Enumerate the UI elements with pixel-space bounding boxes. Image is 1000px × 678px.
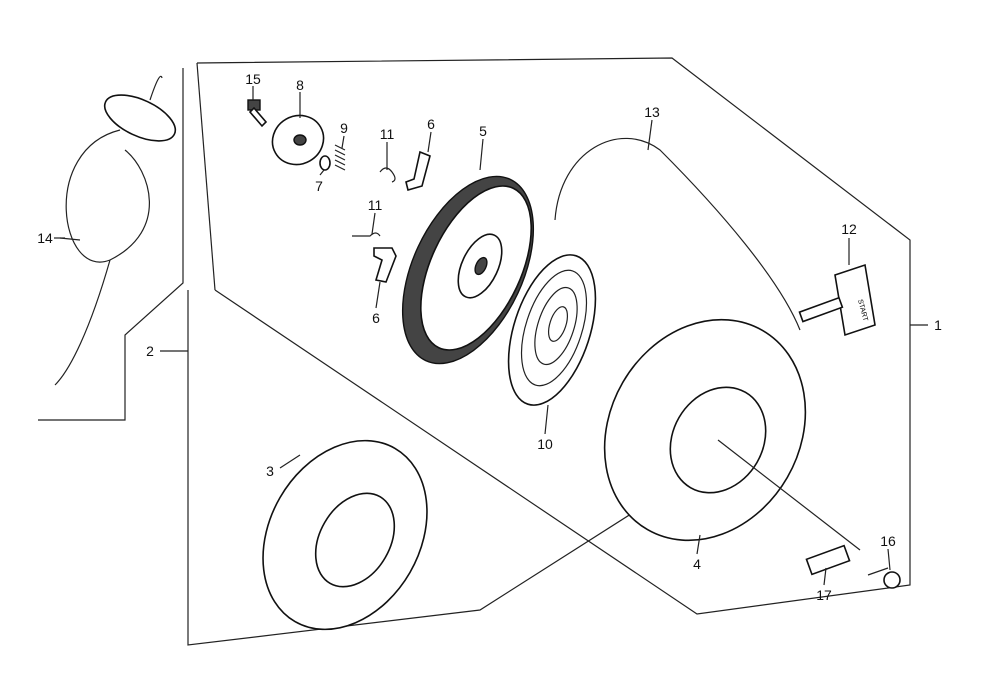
flange-bolt-part — [867, 567, 901, 589]
leader-lines — [54, 86, 891, 586]
washer-part — [319, 155, 331, 171]
reel-part — [401, 175, 535, 365]
callout-4: 4 — [693, 556, 701, 572]
callout-8: 8 — [296, 77, 304, 93]
callout-7: 7 — [315, 178, 323, 194]
callout-12: 12 — [841, 221, 857, 237]
callout-14: 14 — [37, 230, 53, 246]
rope-grip-kit-part — [54, 75, 177, 386]
starter-case-part — [603, 318, 861, 551]
clip-lower-part — [352, 232, 381, 237]
callout-15: 15 — [245, 71, 261, 87]
bolt-part — [247, 99, 268, 128]
callout-17: 17 — [816, 587, 832, 603]
callout-1: 1 — [934, 317, 942, 333]
ratchet-upper-part — [405, 150, 431, 191]
recoil-spring-part — [507, 254, 597, 406]
starter-grip-part: START — [798, 263, 876, 337]
callout-3: 3 — [266, 463, 274, 479]
callout-2: 2 — [146, 343, 154, 359]
callout-9: 9 — [340, 120, 348, 136]
callout-5: 5 — [479, 123, 487, 139]
callout-11-upper: 11 — [380, 126, 395, 142]
callout-13: 13 — [644, 104, 660, 120]
callout-6-lower: 6 — [372, 310, 380, 326]
starter-case-inner-part — [262, 439, 428, 631]
callout-16: 16 — [880, 533, 896, 549]
assembly-outline-1 — [196, 57, 928, 615]
ratchet-lower-part — [373, 247, 397, 283]
assembly-outline-14 — [38, 68, 184, 421]
collar-part — [805, 544, 851, 576]
callout-11-lower: 11 — [368, 197, 383, 213]
starter-rope-part — [554, 137, 801, 331]
clip-upper-part — [379, 167, 396, 183]
callout-10: 10 — [537, 436, 553, 452]
ratchet-guide-part — [271, 114, 325, 166]
spring-part — [334, 144, 346, 171]
callout-6-upper: 6 — [427, 116, 435, 132]
